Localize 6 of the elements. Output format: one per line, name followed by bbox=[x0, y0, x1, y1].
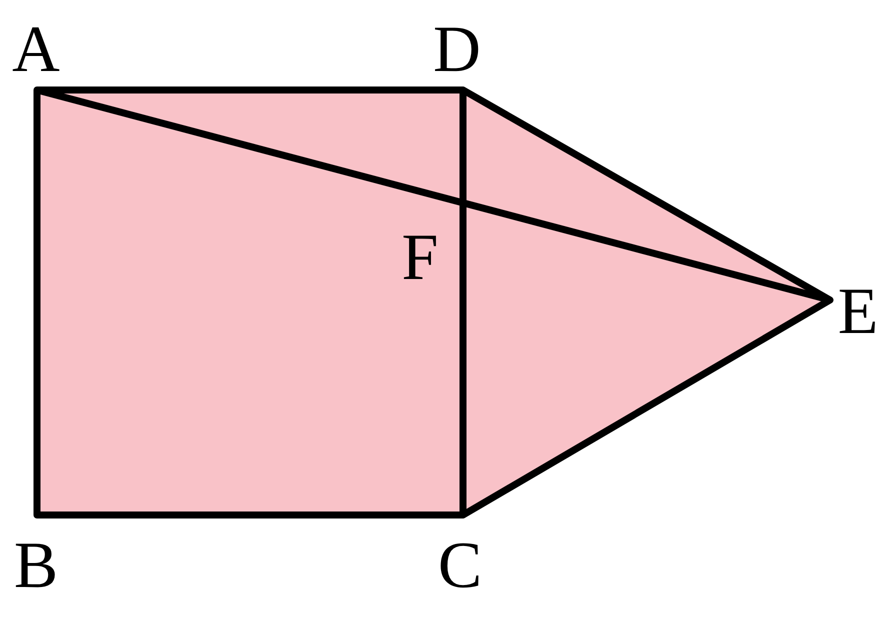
point-label: A bbox=[12, 17, 60, 83]
point-label: C bbox=[438, 533, 482, 599]
point-label: F bbox=[402, 225, 438, 291]
point-label: B bbox=[14, 533, 58, 599]
point-label: E bbox=[838, 279, 878, 345]
point-label: D bbox=[433, 17, 481, 83]
